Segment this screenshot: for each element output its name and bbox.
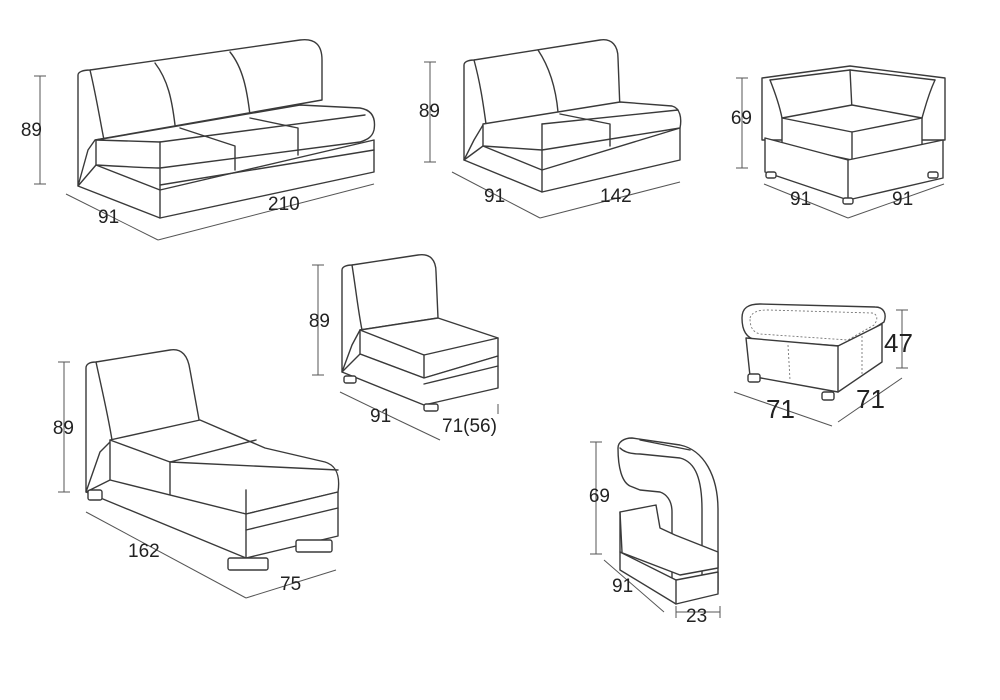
- armrest: [590, 437, 721, 618]
- two-seat-sofa-depth: 91: [484, 186, 505, 207]
- armless-chair: [312, 253, 499, 441]
- chaise-longue-depth: 162: [128, 541, 160, 562]
- armless-chair-depth: 91: [370, 406, 391, 427]
- ottoman-width: 71: [856, 384, 885, 414]
- three-seat-sofa: [34, 38, 376, 241]
- three-seat-sofa-height: 89: [21, 120, 42, 141]
- chaise-longue-width: 75: [280, 574, 301, 595]
- corner-seat-depth: 91: [790, 189, 811, 210]
- armless-chair-width: 71(56): [442, 416, 497, 437]
- corner-seat: [736, 65, 946, 219]
- ottoman: [733, 303, 908, 427]
- armrest-height: 69: [589, 486, 610, 507]
- two-seat-sofa-height: 89: [419, 101, 440, 122]
- ottoman-depth: 71: [766, 394, 795, 424]
- corner-seat-height: 69: [731, 108, 752, 129]
- three-seat-sofa-width: 210: [268, 194, 300, 215]
- two-seat-sofa-width: 142: [600, 186, 632, 207]
- armrest-depth: 91: [612, 576, 633, 597]
- ottoman-height: 47: [884, 328, 913, 358]
- corner-seat-width: 91: [892, 189, 913, 210]
- three-seat-sofa-depth: 91: [98, 207, 119, 228]
- armrest-width: 23: [686, 606, 707, 627]
- chaise-longue-height: 89: [53, 418, 74, 439]
- two-seat-sofa: [424, 39, 682, 219]
- chaise-longue: [58, 349, 340, 599]
- armless-chair-height: 89: [309, 311, 330, 332]
